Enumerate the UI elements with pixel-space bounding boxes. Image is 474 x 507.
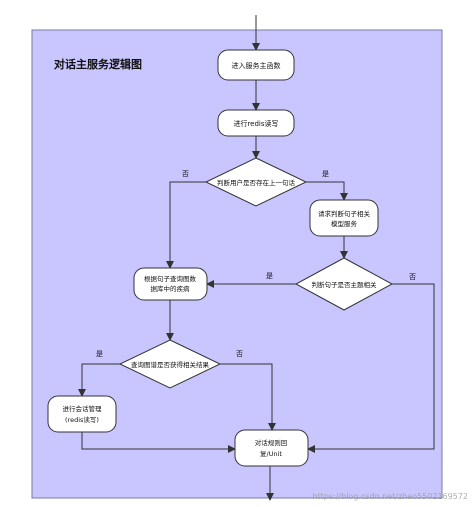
node-request-model-label-2: 模型服务: [331, 219, 358, 228]
node-redis-read: 进行redis读写: [217, 109, 295, 137]
decision-topic-label: 判断句子是否主题相关: [312, 280, 378, 289]
node-query-graph: 根据句子查询图数 据库中的疾病: [133, 267, 208, 301]
decision-topic: 判断句子是否主题相关: [294, 257, 394, 311]
edge-graph-yes-to-session: [78, 363, 120, 397]
node-session-mgmt: 进行会话管理 (redis读写): [47, 395, 117, 433]
node-rule-reply-label-2: 复/Unit: [260, 449, 282, 458]
edge-label-yes-3: 是: [96, 350, 103, 358]
edge-label-no-2: 否: [409, 273, 416, 281]
node-session-mgmt-label-1: 进行会话管理: [63, 404, 103, 413]
edge-label-yes-1: 是: [322, 170, 329, 178]
edge-label-no-1: 否: [182, 170, 189, 178]
node-enter-service: 进入服务主函数: [217, 49, 295, 81]
edge-yes-to-model: [306, 181, 348, 201]
edge-label-no-3: 否: [236, 350, 243, 358]
decision-user-sentence-label: 判断用户是否存在上一句话: [217, 178, 296, 187]
edges: [78, 15, 435, 501]
node-redis-read-label: 进行redis读写: [233, 119, 278, 128]
node-enter-service-label: 进入服务主函数: [232, 61, 281, 70]
edge-label-yes-2: 是: [266, 272, 273, 280]
node-request-model: 请求判断句子相关 模型服务: [309, 199, 379, 237]
node-request-model-label-1: 请求判断句子相关: [318, 209, 371, 218]
watermark: https://blog.csdn.net/zhao5502169572: [312, 492, 468, 501]
diagram-title: 对话主服务逻辑图: [54, 57, 142, 71]
node-query-graph-label-1: 根据句子查询图数: [144, 274, 197, 283]
edge-topic-no-to-reply: [307, 283, 435, 453]
node-session-mgmt-label-2: (redis读写): [65, 415, 99, 424]
decision-graph-result-label: 查询图谱是否获得相关结果: [131, 360, 210, 369]
edge-no-to-query: [166, 181, 206, 269]
node-rule-reply-label-1: 对话规则回: [255, 438, 288, 447]
edge-session-to-reply: [81, 432, 236, 453]
decision-graph-result: 查询图谱是否获得相关结果: [118, 339, 222, 389]
node-rule-reply: 对话规则回 复/Unit: [234, 429, 309, 467]
decision-user-sentence: 判断用户是否存在上一句话: [204, 157, 308, 207]
node-query-graph-label-2: 据库中的疾病: [151, 284, 191, 293]
edge-graph-no-to-reply: [220, 363, 276, 431]
